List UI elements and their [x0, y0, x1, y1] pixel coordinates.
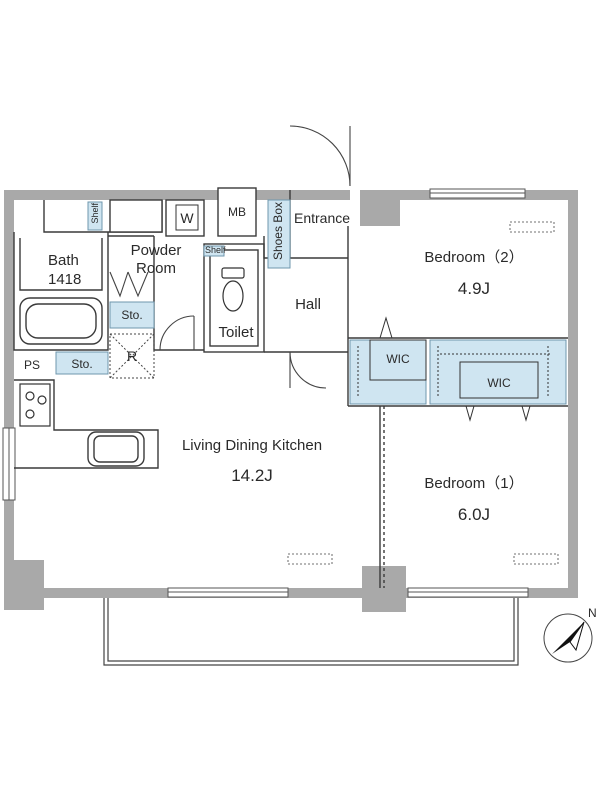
storage-label-1: Sto.	[121, 308, 143, 322]
bath-size-label: 1418	[48, 271, 82, 288]
compass-north-label: N	[588, 606, 597, 620]
storage-label-2: Sto.	[71, 357, 93, 371]
powder-room-label-2: Room	[135, 260, 177, 277]
shelf-label-top: Shelf	[90, 203, 100, 224]
ac-markers	[287, 221, 559, 565]
shelf-label-small: Shelf	[205, 245, 226, 255]
hall-label: Hall	[295, 296, 321, 313]
bedroom2-size-label: 4.9J	[457, 279, 491, 298]
wic-label-1: WIC	[386, 352, 410, 366]
bedroom1-size-label: 6.0J	[457, 505, 491, 524]
entrance-label: Entrance	[294, 210, 351, 226]
toilet-fixture	[221, 267, 245, 312]
washer-label: W	[180, 210, 194, 226]
toilet-label: Toilet	[218, 324, 254, 341]
balcony	[103, 598, 519, 666]
meter-box-label: MB	[228, 205, 246, 219]
bath-label: Bath	[48, 252, 79, 269]
compass-icon	[543, 613, 593, 663]
wic-details	[357, 316, 552, 422]
ldk-label: Living Dining Kitchen	[181, 437, 323, 454]
door-swings	[109, 125, 351, 389]
ldk-size-label: 14.2J	[231, 466, 273, 485]
refrigerator-label: R	[126, 348, 138, 364]
stove-icon	[19, 383, 51, 427]
bedroom2-label: Bedroom（2）	[424, 249, 524, 266]
bedroom1-label: Bedroom（1）	[424, 475, 524, 492]
wic-label-2: WIC	[487, 376, 511, 390]
refrigerator-space	[109, 333, 155, 379]
powder-room-label-1: Powder	[130, 242, 182, 259]
pipe-space-label: PS	[24, 358, 41, 372]
shoes-box-label: Shoes Box	[271, 202, 285, 261]
storage-areas	[55, 199, 567, 405]
